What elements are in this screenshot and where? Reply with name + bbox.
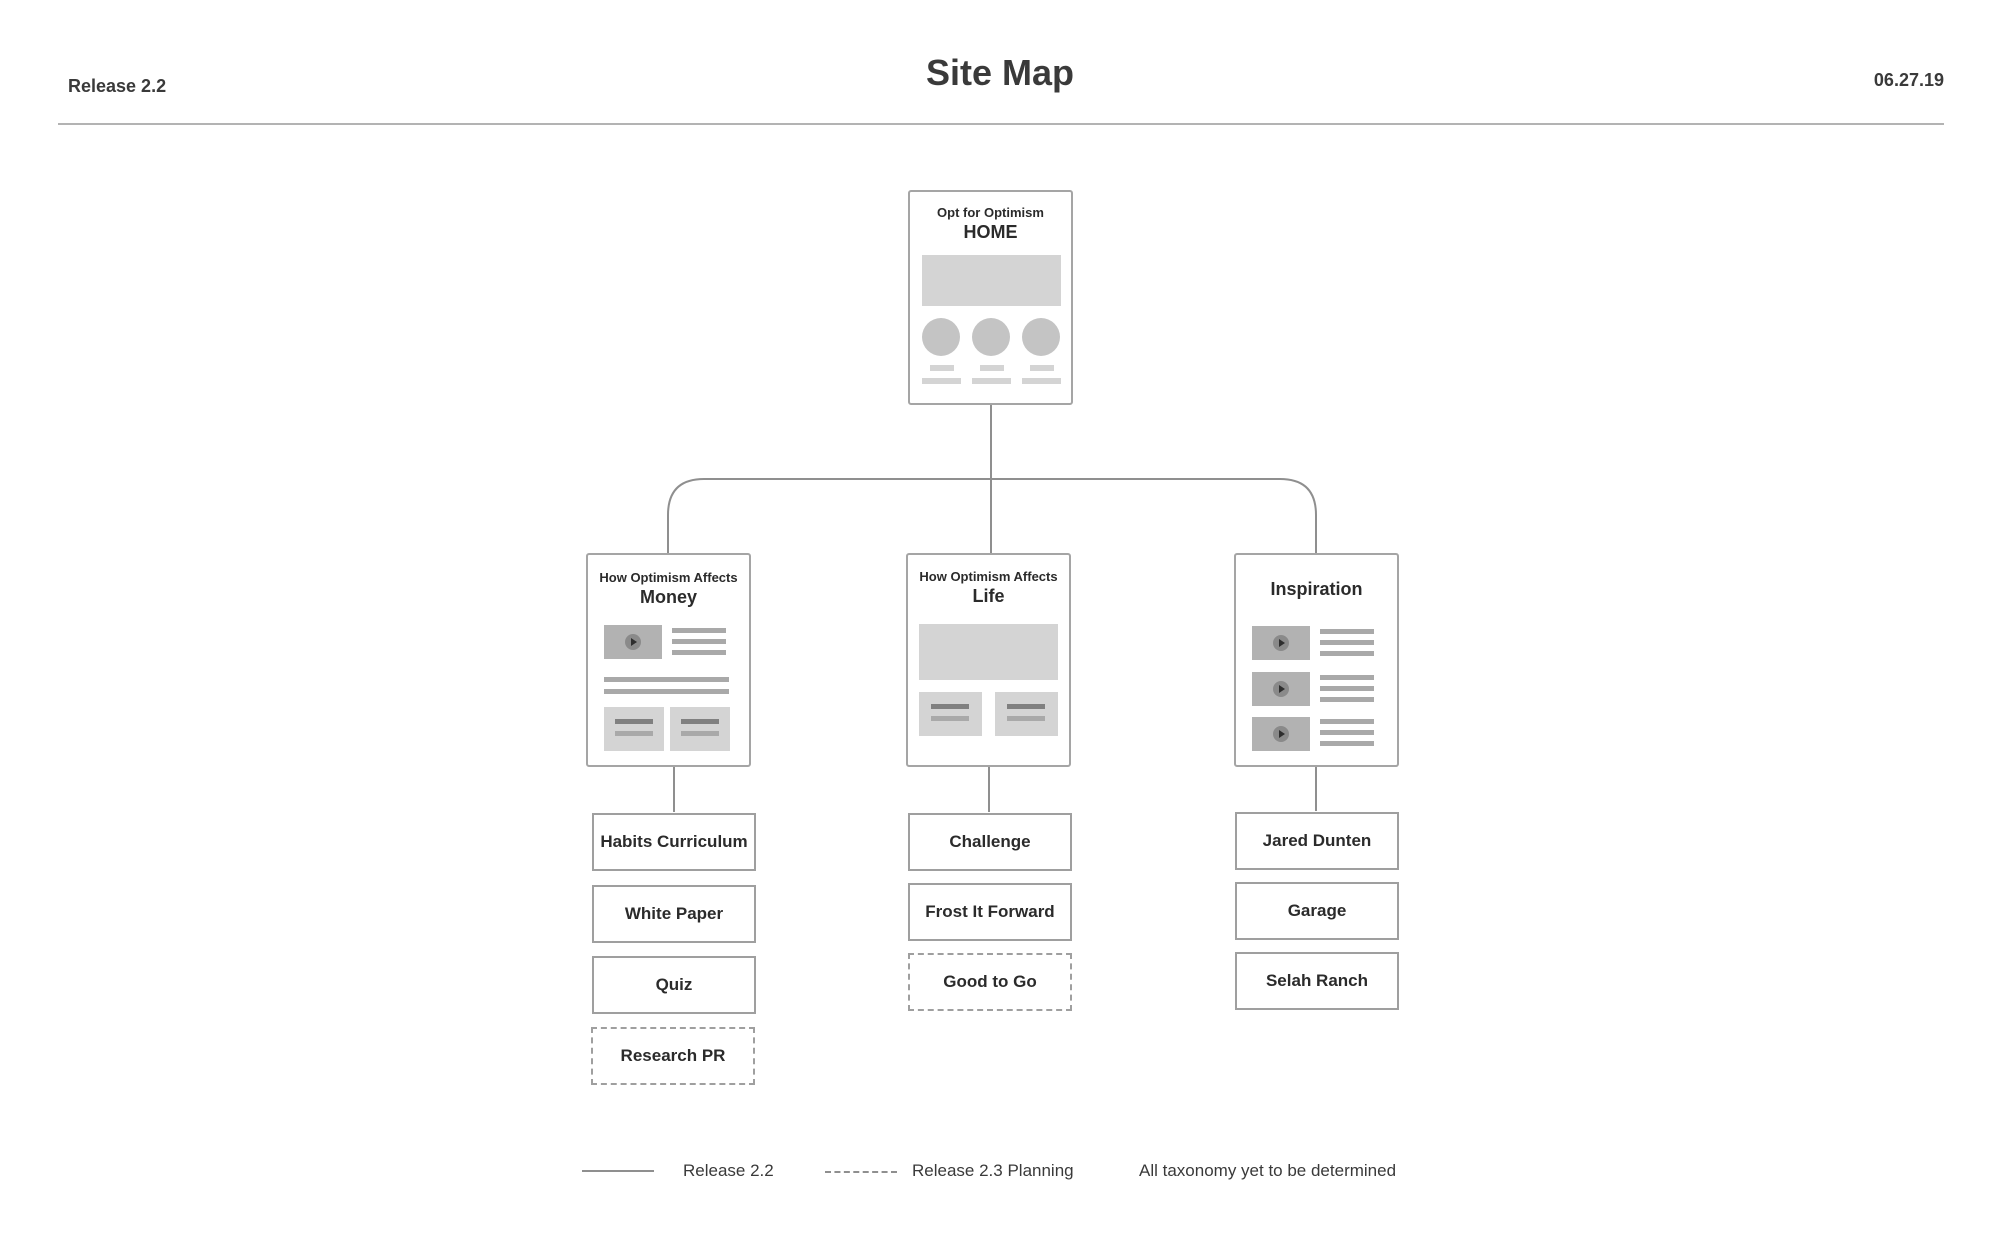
tile-placeholder [919,692,982,736]
text-placeholder [1007,704,1045,709]
legend-dashed-label: Release 2.3 Planning [912,1161,1074,1180]
life-title: Life [972,586,1005,606]
text-placeholder [615,719,653,724]
page-challenge[interactable]: Challenge [908,813,1072,871]
text-placeholder [604,677,729,682]
text-placeholder [681,731,719,736]
video-thumbnail [1252,672,1310,706]
inspiration-title: Inspiration [1270,579,1363,599]
hero-placeholder [919,624,1058,680]
text-placeholder [1320,719,1374,724]
text-placeholder [1320,629,1374,634]
text-placeholder [1320,640,1374,645]
tile-placeholder [604,707,664,751]
page-quiz[interactable]: Quiz [592,956,756,1014]
page-selah-ranch[interactable]: Selah Ranch [1235,952,1399,1010]
video-thumbnail [1252,717,1310,751]
play-icon [625,634,641,650]
text-placeholder [1320,741,1374,746]
text-placeholder [922,378,961,384]
page-garage[interactable]: Garage [1235,882,1399,940]
video-thumbnail [1252,626,1310,660]
money-card[interactable]: How Optimism Affects Money [586,553,751,767]
home-title: HOME [963,222,1018,242]
text-placeholder [930,365,954,371]
legend-solid-label: Release 2.2 [683,1161,774,1180]
page-title: Site Map [925,52,1075,93]
legend-solid-line [582,1170,654,1172]
page-research-pr[interactable]: Research PR [591,1027,755,1085]
text-placeholder [1320,697,1374,702]
date-label: 06.27.19 [1873,70,1944,90]
hero-placeholder [922,255,1061,306]
text-placeholder [672,628,726,633]
circle-placeholder [922,318,960,356]
home-subtitle: Opt for Optimism [937,205,1044,220]
header-divider [58,123,1944,125]
video-thumbnail [604,625,662,659]
money-title: Money [639,587,697,607]
text-placeholder [980,365,1004,371]
text-placeholder [672,650,726,655]
text-placeholder [1320,651,1374,656]
text-placeholder [1022,378,1061,384]
text-placeholder [1320,730,1374,735]
life-card[interactable]: How Optimism Affects Life [906,553,1071,767]
text-placeholder [1320,686,1374,691]
release-label: Release 2.2 [68,76,167,96]
money-subtitle: How Optimism Affects [599,570,738,585]
life-subtitle: How Optimism Affects [919,569,1058,584]
text-placeholder [931,704,969,709]
branch-connector [667,478,1317,553]
text-placeholder [615,731,653,736]
inspiration-card[interactable]: Inspiration [1234,553,1399,767]
page-jared-dunten[interactable]: Jared Dunten [1235,812,1399,870]
text-placeholder [672,639,726,644]
text-placeholder [604,689,729,694]
tile-placeholder [670,707,730,751]
tile-placeholder [995,692,1058,736]
play-icon [1273,681,1289,697]
legend-note: All taxonomy yet to be determined [1139,1161,1397,1180]
page-white-paper[interactable]: White Paper [592,885,756,943]
legend-dashed-line [825,1171,897,1173]
text-placeholder [1320,675,1374,680]
play-icon [1273,635,1289,651]
circle-placeholder [972,318,1010,356]
play-icon [1273,726,1289,742]
text-placeholder [681,719,719,724]
page-frost-it-forward[interactable]: Frost It Forward [908,883,1072,941]
text-placeholder [1030,365,1054,371]
page-habits-curriculum[interactable]: Habits Curriculum [592,813,756,871]
page-good-to-go[interactable]: Good to Go [908,953,1072,1011]
circle-placeholder [1022,318,1060,356]
text-placeholder [972,378,1011,384]
home-card[interactable]: Opt for Optimism HOME [908,190,1073,405]
text-placeholder [931,716,969,721]
text-placeholder [1007,716,1045,721]
